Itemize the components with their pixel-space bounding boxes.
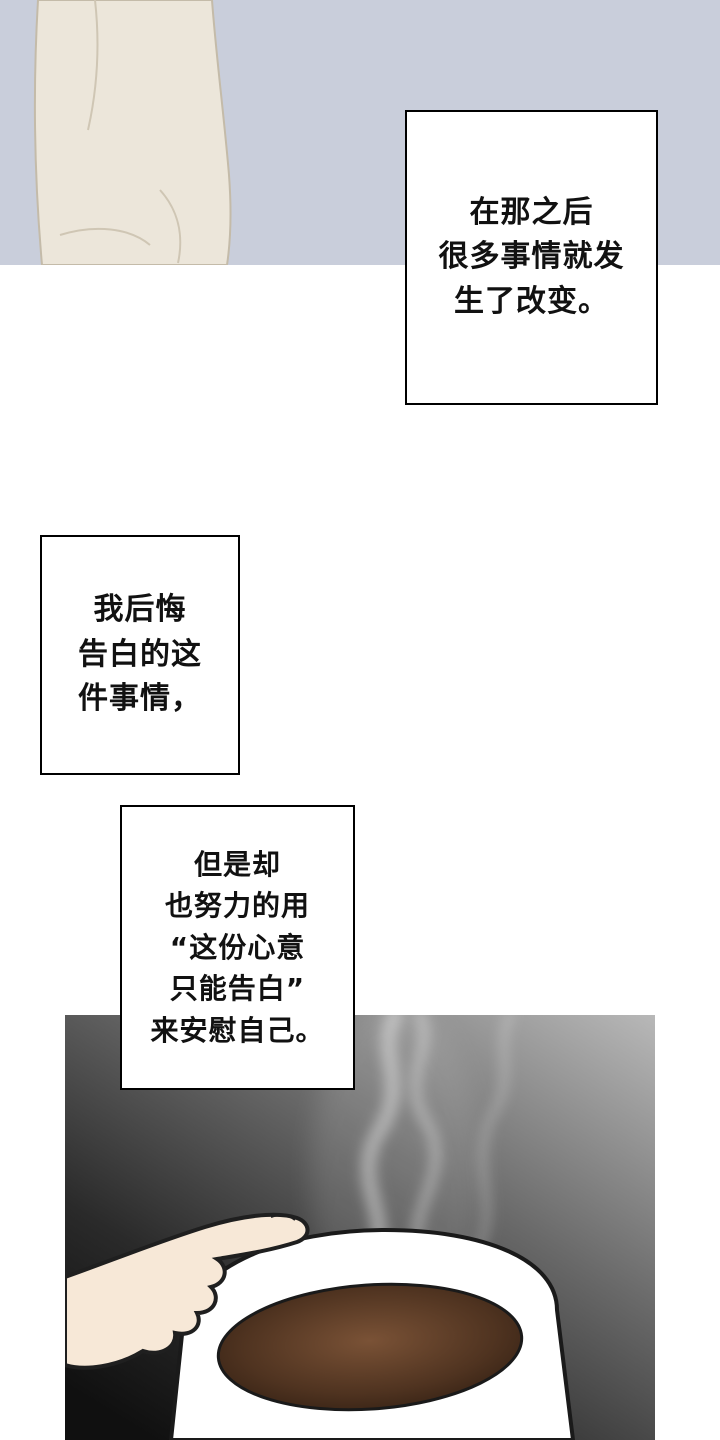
- narration-line: 但是却: [193, 847, 281, 881]
- narration-line: 生了改变。: [454, 283, 609, 319]
- cloth-fold-line: [159, 189, 182, 264]
- cloth-fold-line: [59, 227, 151, 246]
- narration-line: “这份心意: [169, 930, 306, 964]
- narration-line: 也努力的用: [164, 889, 310, 923]
- narration-line: 很多事情就发: [438, 239, 625, 275]
- narration-box: 我后悔 告白的这 件事情，: [40, 535, 240, 775]
- coffee-panel: [63, 1000, 655, 1440]
- narration-line: 告白的这: [78, 636, 202, 672]
- narration-box: 在那之后 很多事情就发 生了改变。: [405, 110, 658, 405]
- hand: [63, 1212, 310, 1370]
- fingernail-line: [270, 1214, 296, 1221]
- narration-box: 但是却 也努力的用 “这份心意 只能告白” 来安慰自己。: [120, 805, 355, 1090]
- narration-line: 来安慰自己。: [150, 1013, 325, 1047]
- hand-shape: [63, 1212, 310, 1370]
- narration-line: 件事情，: [78, 681, 202, 717]
- narration-line: 我后悔: [93, 592, 187, 628]
- narration-line: 在那之后: [469, 194, 594, 230]
- coffee-scene-illustration: [63, 1000, 655, 1440]
- cloth-fold-line: [87, 0, 99, 131]
- narration-line: 只能告白”: [169, 972, 306, 1006]
- figure-body: [33, 0, 232, 265]
- figure-illustration: [33, 0, 232, 265]
- coffee-surface: [216, 1282, 524, 1412]
